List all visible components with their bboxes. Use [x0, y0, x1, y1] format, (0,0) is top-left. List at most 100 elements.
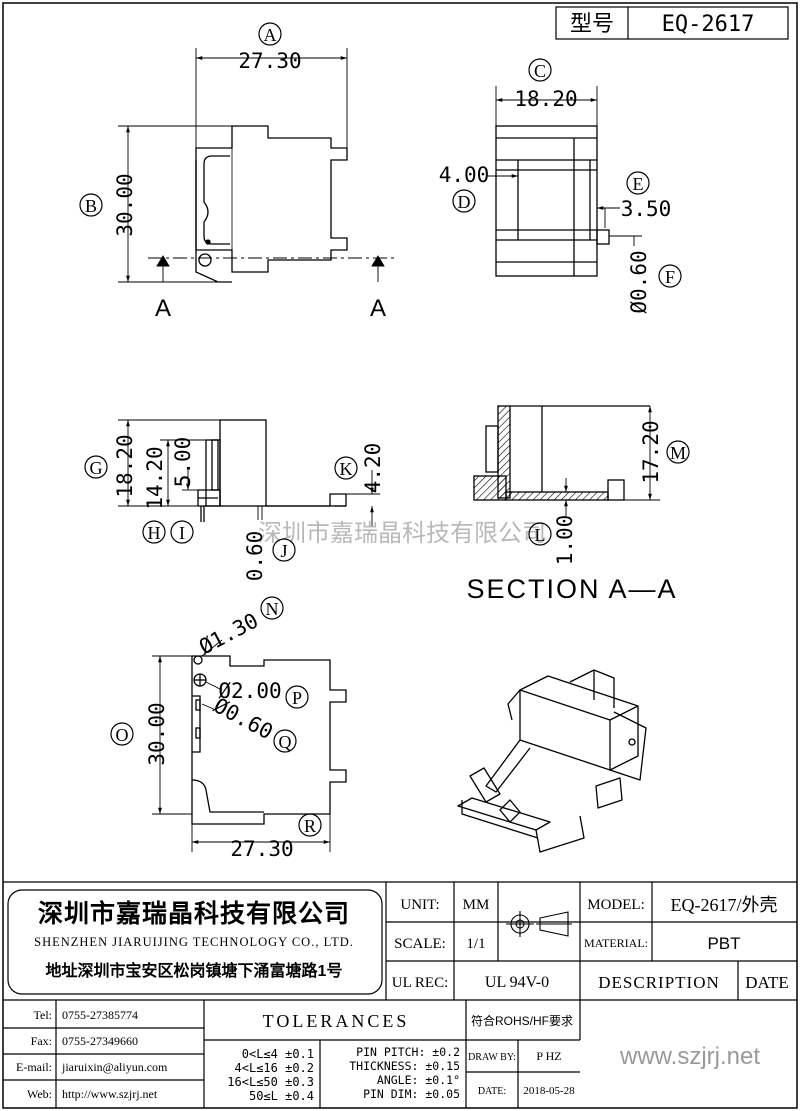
section-dim-M: 17.20	[639, 420, 663, 483]
elevation-dim-K: 4.20	[361, 443, 385, 494]
elevation-dim-J: 0.60	[243, 531, 267, 582]
front-view-label-B: B	[79, 193, 103, 217]
bottom-label-O: O	[110, 722, 134, 746]
ulrec-label: UL REC:	[392, 975, 449, 991]
svg-text:E: E	[633, 174, 644, 194]
side-view-label-F: F	[658, 264, 682, 288]
svg-text:0755-27385774: 0755-27385774	[62, 1008, 138, 1022]
elevation-dim-H: 14.20	[143, 446, 167, 509]
elevation-label-K: K	[334, 456, 358, 480]
draw-by-value: P HZ	[536, 1049, 561, 1063]
bottom-view-dimensions	[152, 639, 331, 852]
unit-value: MM	[463, 897, 490, 913]
description-header: DESCRIPTION	[598, 973, 720, 992]
section-label-M: M	[666, 440, 690, 464]
side-dim-F: Ø0.60	[627, 250, 651, 313]
isometric-view	[457, 669, 647, 853]
svg-text:F: F	[665, 267, 675, 287]
bottom-dim-O: 30.00	[145, 702, 169, 765]
date-value: 2018-05-28	[523, 1085, 575, 1097]
front-view-label-A: A	[258, 22, 282, 46]
svg-text:PIN PITCH: ±0.2: PIN PITCH: ±0.2	[356, 1045, 460, 1059]
elevation-dim-G: 18.20	[113, 434, 137, 497]
scale-value: 1/1	[466, 936, 485, 952]
svg-text:Web:: Web:	[27, 1087, 52, 1101]
company-name-cn: 深圳市嘉瑞晶科技有限公司	[38, 899, 350, 928]
side-view-label-C: C	[528, 58, 552, 82]
company-name-en: SHENZHEN JIARUIJING TECHNOLOGY CO., LTD.	[34, 935, 354, 949]
type-label: 型号	[570, 11, 614, 36]
section-label-L: L	[528, 522, 552, 546]
tolerances-title: TOLERANCES	[263, 1011, 410, 1031]
svg-text:Fax:: Fax:	[31, 1034, 52, 1048]
front-dim-B: 30.00	[113, 173, 137, 236]
company-block: 深圳市嘉瑞晶科技有限公司 SHENZHEN JIARUIJING TECHNOL…	[34, 899, 354, 980]
front-view-dimensions	[118, 48, 398, 283]
elevation-label-G: G	[84, 455, 108, 479]
svg-text:50≤L ±0.4: 50≤L ±0.4	[249, 1089, 314, 1103]
svg-text:N: N	[266, 599, 279, 619]
bottom-label-Q: Q	[273, 729, 297, 753]
bottom-dim-P: Ø2.00	[218, 679, 281, 703]
svg-text:C: C	[534, 61, 546, 81]
model-value: EQ-2617/外壳	[671, 895, 778, 915]
material-value: PBT	[707, 934, 740, 953]
svg-text:A: A	[264, 25, 277, 45]
svg-text:4<L≤16 ±0.2: 4<L≤16 ±0.2	[235, 1061, 314, 1075]
svg-text:K: K	[340, 459, 353, 479]
tolerance-rows: 0<L≤4 ±0.1 4<L≤16 ±0.2 16<L≤50 ±0.3 50≤L…	[227, 1047, 314, 1103]
svg-text:I: I	[179, 523, 185, 543]
rohs-note: 符合ROHS/HF要求	[471, 1013, 573, 1028]
side-dim-D: 4.00	[439, 163, 490, 187]
website-watermark: www.szjrj.net	[619, 1043, 760, 1070]
svg-text:0755-27349660: 0755-27349660	[62, 1034, 138, 1048]
elevation-label-H: H	[142, 520, 166, 544]
side-view-label-E: E	[626, 171, 650, 195]
svg-text:G: G	[90, 458, 103, 478]
side-view	[495, 125, 610, 277]
svg-text:H: H	[148, 523, 161, 543]
scale-label: SCALE:	[394, 936, 446, 952]
header-model-box: 型号 EQ-2617	[555, 6, 789, 40]
date-header: DATE	[745, 973, 788, 992]
section-title: SECTION A—A	[466, 574, 677, 604]
section-mark-right: A	[370, 295, 386, 322]
svg-text:L: L	[535, 525, 546, 545]
title-block	[3, 881, 797, 1108]
bottom-label-N: N	[260, 596, 284, 620]
bottom-label-P: P	[285, 685, 309, 709]
model-code: EQ-2617	[662, 12, 755, 37]
svg-text:http://www.szjrj.net: http://www.szjrj.net	[62, 1087, 158, 1101]
svg-text:ANGLE: ±0.1°: ANGLE: ±0.1°	[377, 1073, 460, 1087]
pin-tolerance-rows: PIN PITCH: ±0.2 THICKNESS: ±0.15 ANGLE: …	[349, 1045, 460, 1101]
side-dim-C: 18.20	[514, 87, 577, 111]
elevation-view-dimensions	[118, 419, 380, 526]
projection-symbol-icon	[506, 911, 572, 937]
bottom-label-R: R	[298, 813, 322, 837]
elevation-view	[197, 419, 347, 522]
front-dim-A: 27.30	[238, 49, 301, 73]
svg-text:jiaruixin@aliyun.com: jiaruixin@aliyun.com	[61, 1060, 168, 1074]
svg-text:PIN DIM: ±0.05: PIN DIM: ±0.05	[363, 1087, 460, 1101]
svg-text:Q: Q	[279, 732, 292, 752]
svg-text:M: M	[670, 443, 686, 463]
elevation-label-I: I	[170, 520, 194, 544]
company-watermark: 深圳市嘉瑞晶科技有限公司	[258, 520, 546, 547]
unit-label: UNIT:	[400, 897, 439, 913]
bottom-dim-R: 27.30	[230, 837, 293, 861]
ulrec-value: UL 94V-0	[485, 974, 549, 991]
section-view	[473, 405, 650, 501]
contacts: Tel: 0755-27385774 Fax: 0755-27349660 E-…	[16, 1008, 168, 1101]
side-view-label-D: D	[452, 189, 476, 213]
svg-text:Tel:: Tel:	[34, 1008, 53, 1022]
section-mark-left: A	[155, 295, 171, 322]
svg-text:R: R	[304, 816, 316, 836]
date-field-label: DATE:	[478, 1086, 506, 1097]
side-dim-E: 3.50	[621, 197, 672, 221]
svg-text:0<L≤4 ±0.1: 0<L≤4 ±0.1	[242, 1047, 314, 1061]
draw-by-label: DRAW BY:	[468, 1052, 516, 1063]
svg-text:J: J	[280, 541, 287, 561]
side-view-dimensions	[488, 86, 642, 246]
